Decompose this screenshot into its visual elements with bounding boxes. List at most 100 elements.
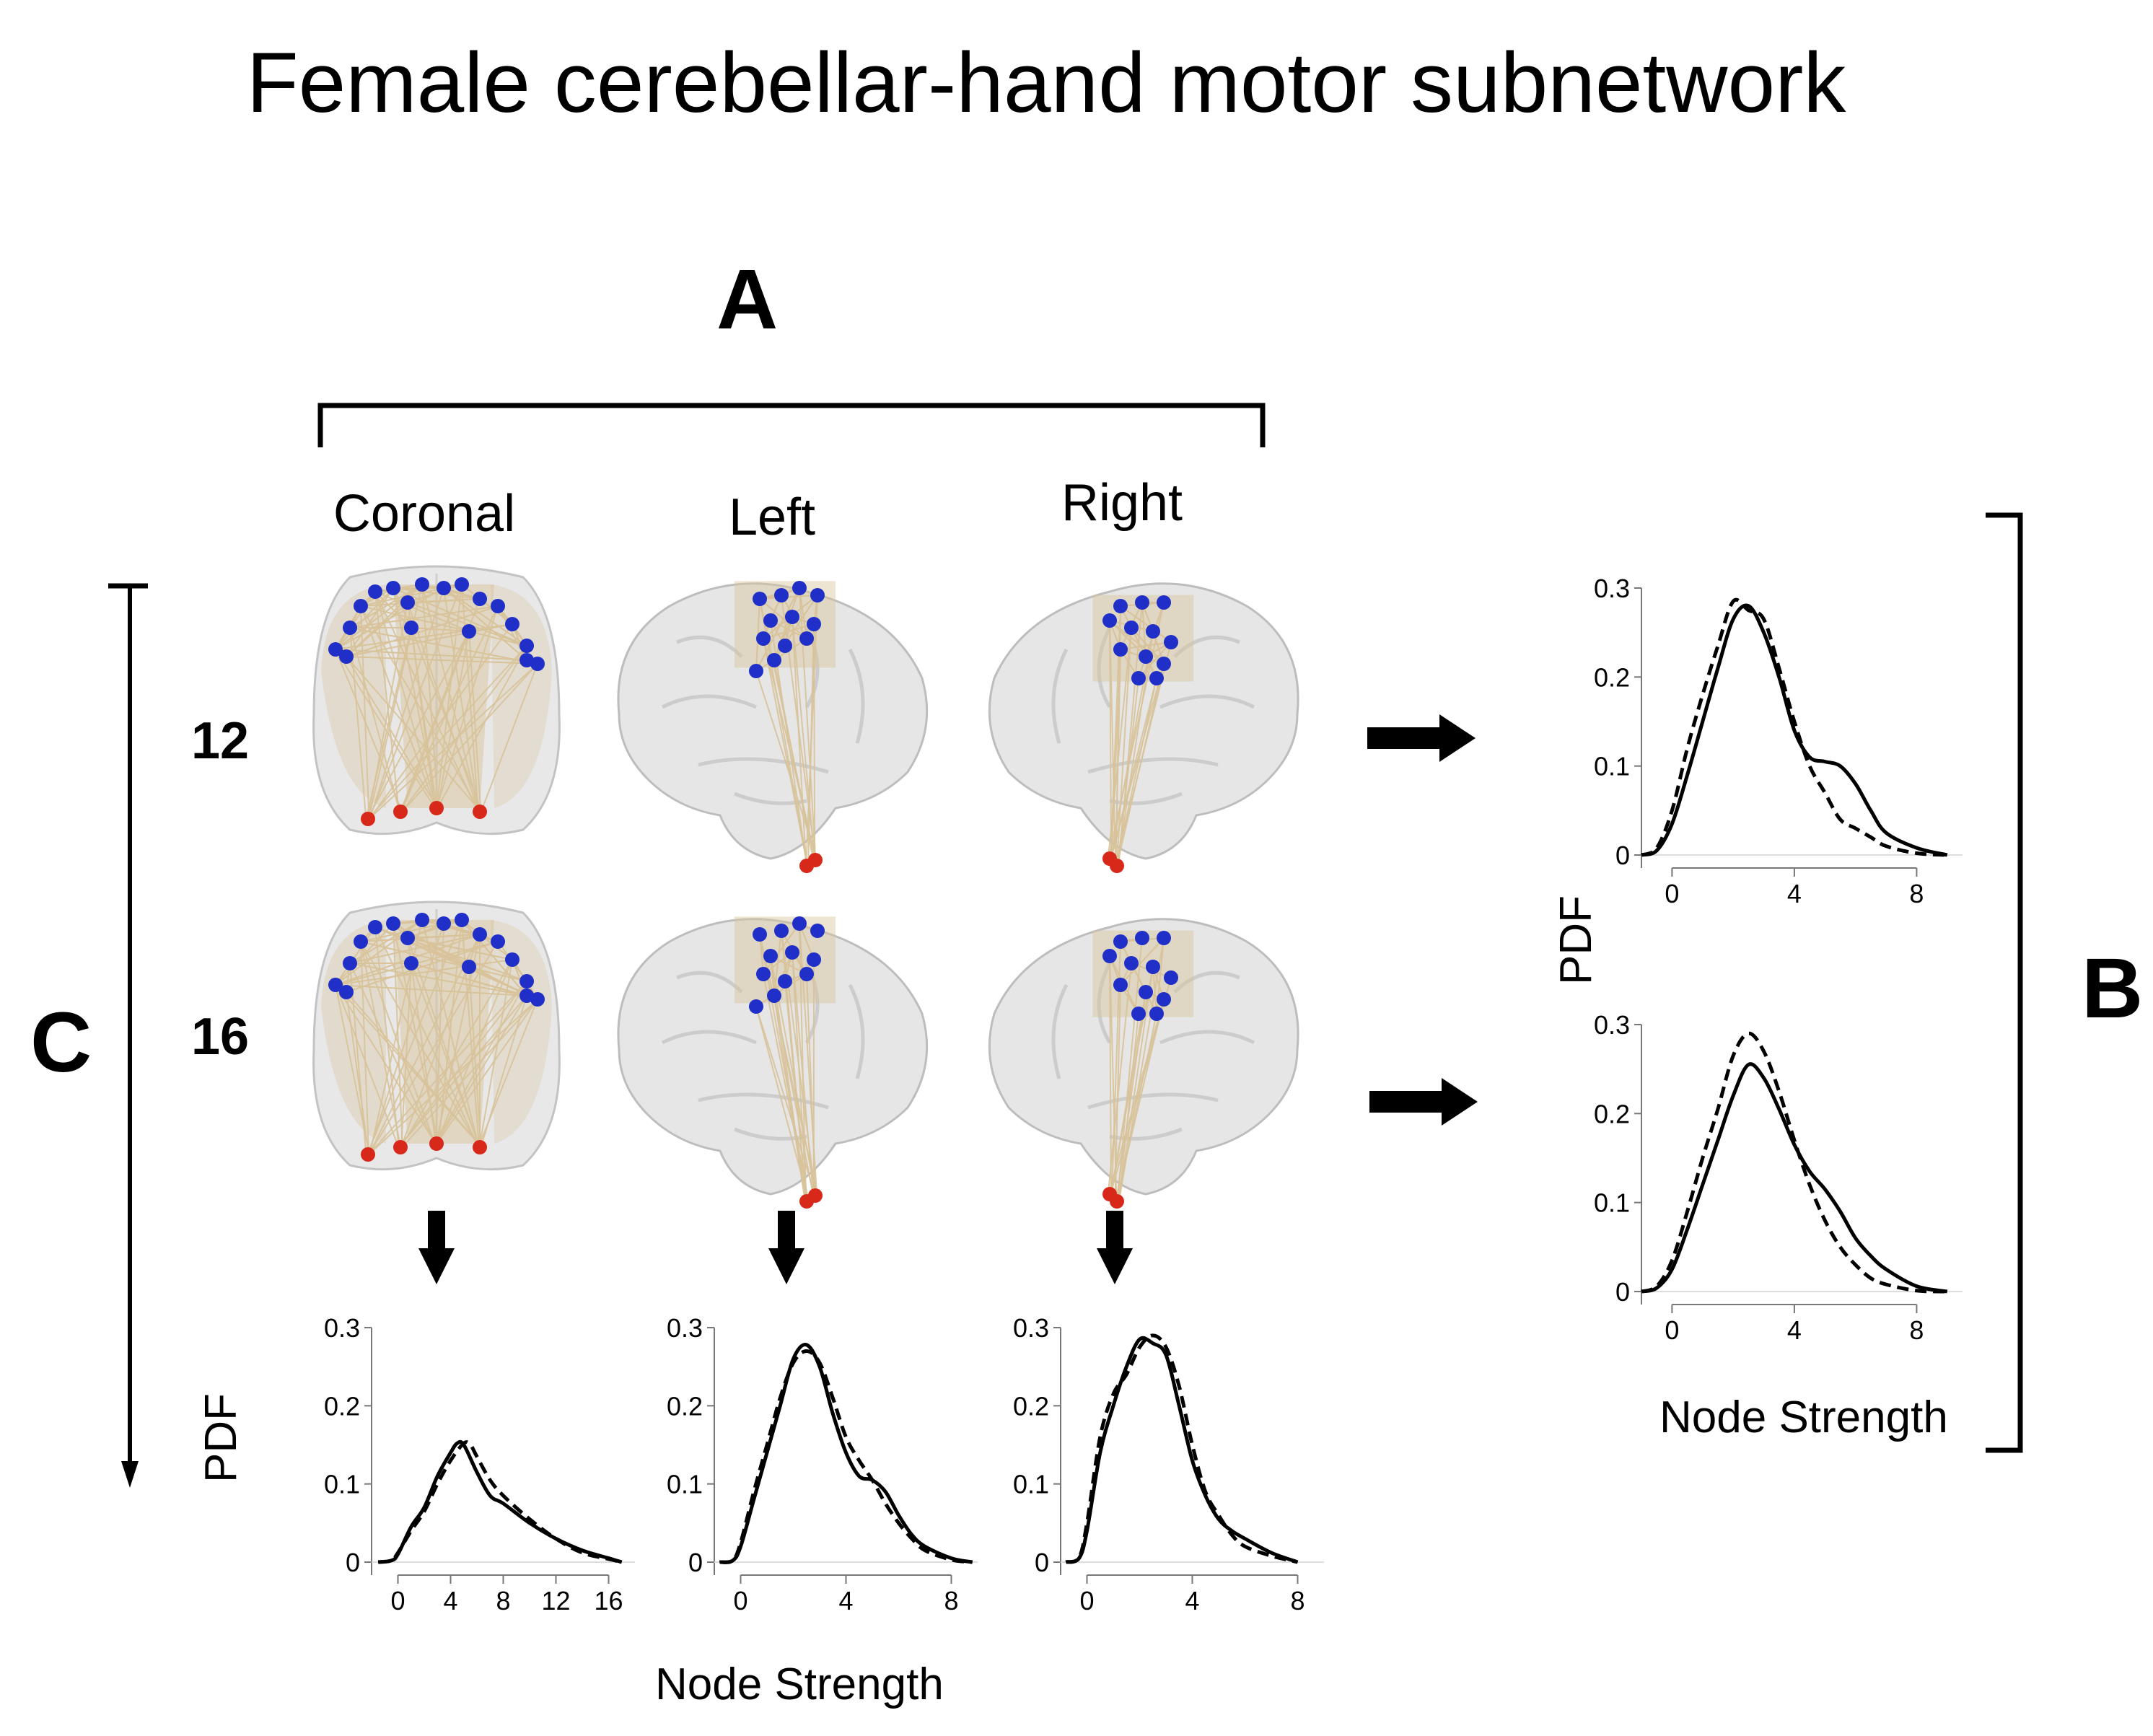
y-tick-label: 0 xyxy=(346,1548,360,1577)
connection-edge xyxy=(773,952,793,996)
x-tick-label: 4 xyxy=(1787,879,1802,908)
connection-edge xyxy=(360,941,527,982)
cerebellum-node xyxy=(1110,1194,1124,1209)
connection-edge xyxy=(755,670,818,861)
x-tick-label: 12 xyxy=(541,1586,570,1616)
cortex-node xyxy=(1102,613,1117,628)
x-axis-title-c: Node Strength xyxy=(655,1660,944,1709)
connection-edge xyxy=(399,605,499,812)
connection-edge xyxy=(411,627,436,809)
connection-edge xyxy=(1109,955,1112,1195)
connection-edge xyxy=(763,923,800,975)
connection-edge xyxy=(1110,649,1121,859)
sulcus xyxy=(698,757,829,774)
x-tick-label: 8 xyxy=(496,1586,510,1616)
connection-edge xyxy=(1116,678,1139,867)
panel-label-c: C xyxy=(30,995,92,1090)
cortex-node xyxy=(473,592,487,606)
cortex-node xyxy=(455,577,469,592)
cortex-node xyxy=(799,631,814,646)
x-tick-label: 4 xyxy=(838,1586,853,1616)
cortex-node xyxy=(473,927,487,942)
cortex-node xyxy=(328,978,343,992)
cortex-node xyxy=(462,624,476,639)
x-tick-label: 8 xyxy=(1909,1315,1924,1345)
connection-edge xyxy=(1116,631,1154,867)
cortex-node xyxy=(1149,671,1164,685)
y-tick-label: 0.2 xyxy=(324,1391,360,1421)
connection-edge xyxy=(1107,963,1132,1195)
connection-edge xyxy=(398,995,527,1148)
cortex-node xyxy=(415,913,429,927)
cortex-node xyxy=(807,952,821,967)
x-tick-label: 4 xyxy=(1185,1586,1199,1616)
x-tick-label: 16 xyxy=(594,1586,623,1616)
connection-edge xyxy=(1116,1013,1157,1202)
cortex-node xyxy=(1102,949,1117,963)
cortex-node xyxy=(368,920,382,934)
sulcus xyxy=(1051,648,1069,744)
connection-edge xyxy=(393,587,527,646)
sulcus xyxy=(1159,694,1255,709)
connection-edge xyxy=(1152,966,1157,1014)
connection-edge xyxy=(813,623,816,861)
connection-edge xyxy=(335,984,527,996)
cortex-node xyxy=(343,621,357,635)
cortex-node xyxy=(437,916,451,931)
cortex-node xyxy=(756,967,771,981)
sulcus xyxy=(661,1030,757,1045)
connection-edge xyxy=(759,595,818,600)
panel-label-a: A xyxy=(716,252,779,347)
connection-edge xyxy=(349,627,538,665)
connection-edge xyxy=(755,587,800,672)
cortex-node xyxy=(1164,970,1178,985)
connection-edge xyxy=(792,616,807,867)
connection-edge xyxy=(434,981,527,1144)
cortex-node xyxy=(519,988,534,1003)
cortex-node xyxy=(404,956,418,970)
connection-edge xyxy=(346,656,538,665)
cortex-node xyxy=(1139,985,1153,999)
cerebellum-node xyxy=(429,801,444,815)
connection-edge xyxy=(806,973,817,1196)
cortex-node xyxy=(1146,960,1160,974)
cortex-node xyxy=(753,592,767,606)
cortex-node xyxy=(763,613,778,628)
density-line-solid xyxy=(1641,1062,1948,1294)
cortex-node xyxy=(455,913,469,927)
connection-edge xyxy=(374,591,412,628)
cerebellum-node xyxy=(473,1140,487,1154)
density-line-dashed xyxy=(1065,1333,1299,1564)
brain-right-view-16 xyxy=(988,918,1299,1209)
connection-edge xyxy=(480,995,527,1148)
cortex-node xyxy=(767,653,781,667)
connection-edge xyxy=(436,999,538,1144)
cortex-node xyxy=(1149,1007,1164,1021)
cortex-node xyxy=(1113,934,1128,949)
connection-edge xyxy=(1120,605,1172,643)
connection-edge xyxy=(400,963,412,1148)
brain-right-view-12 xyxy=(988,582,1299,873)
density-line-solid xyxy=(377,1439,623,1564)
cortex-node xyxy=(386,581,400,595)
connection-edge xyxy=(369,587,444,820)
y-tick-label: 0 xyxy=(1615,841,1630,870)
view-label-right: Right xyxy=(1061,474,1183,532)
cortex-node xyxy=(519,653,534,667)
cortex-node xyxy=(354,934,368,949)
density-line-dashed xyxy=(377,1440,623,1564)
connection-edge xyxy=(367,981,527,1155)
connection-edge xyxy=(367,631,470,820)
connection-edge xyxy=(443,587,527,646)
cortex-node xyxy=(774,924,789,938)
cortex-node xyxy=(339,649,354,664)
x-tick-label: 8 xyxy=(1909,879,1924,908)
connection-edge xyxy=(407,919,462,939)
connection-edge xyxy=(411,963,527,996)
sulcus xyxy=(1087,1092,1219,1110)
connection-edge xyxy=(335,649,403,812)
density-line-solid xyxy=(719,1343,973,1564)
